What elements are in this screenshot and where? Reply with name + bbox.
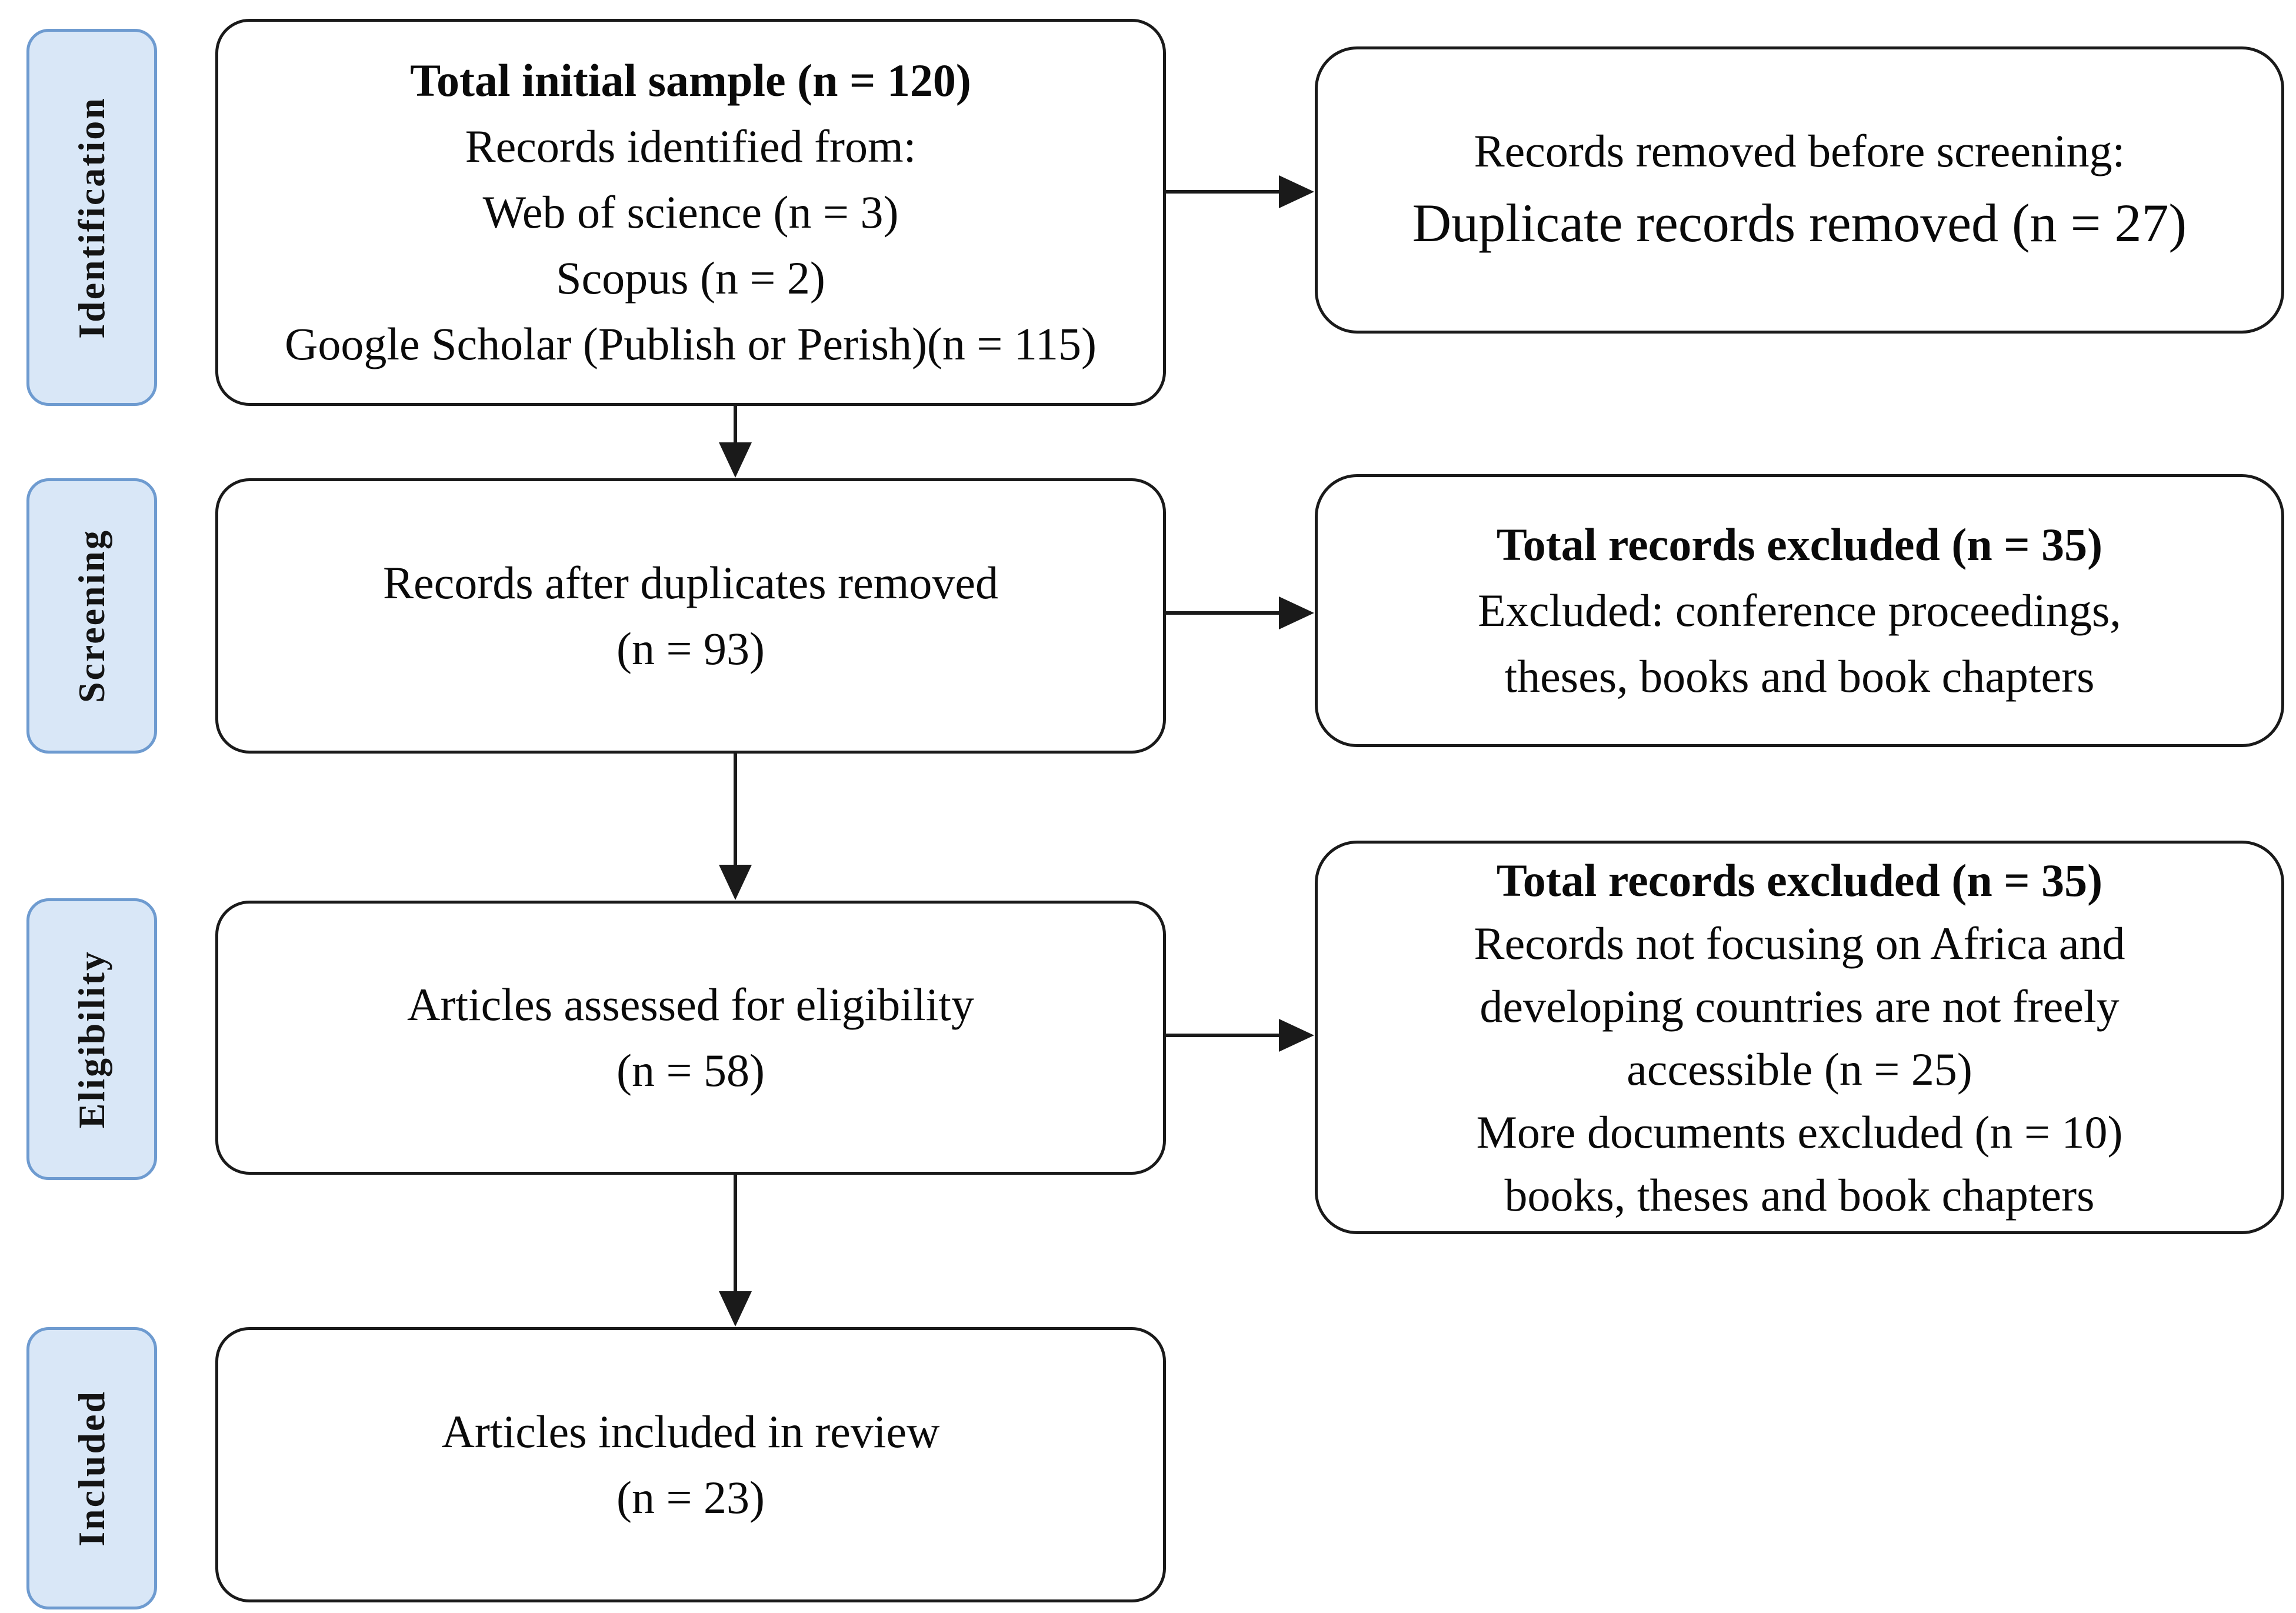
text-line: books, theses and book chapters (1504, 1169, 2095, 1221)
box-total-initial-sample: Total initial sample (n = 120) Records i… (215, 19, 1166, 406)
box-records-excluded-screening: Total records excluded (n = 35) Excluded… (1315, 474, 2284, 747)
box-records-excluded-eligibility: Total records excluded (n = 35) Records … (1315, 841, 2284, 1234)
text-line: Google Scholar (Publish or Perish)(n = 1… (285, 318, 1097, 369)
arrow-down-eligibility-to-included (719, 1175, 752, 1327)
stage-label-included: Included (26, 1327, 157, 1609)
stage-label-screening: Screening (26, 478, 157, 754)
arrow-down-screening-to-eligibility (719, 754, 752, 900)
text-line: accessible (n = 25) (1627, 1043, 1972, 1095)
arrow-right-to-records-removed (1166, 175, 1314, 208)
arrow-right-to-excluded-screening (1166, 596, 1314, 629)
arrow-down-identification-to-screening (719, 406, 752, 478)
text-line: Articles included in review (441, 1406, 940, 1457)
text-line: Excluded: conference proceedings, (1478, 585, 2121, 636)
box-records-removed-before-screening: Records removed before screening: Duplic… (1315, 46, 2284, 334)
text-line: (n = 93) (617, 623, 765, 674)
box-articles-assessed: Articles assessed for eligibility (n = 5… (215, 901, 1166, 1175)
stage-label-screening-text: Screening (71, 528, 112, 704)
text-line: Records not focusing on Africa and (1474, 917, 2125, 969)
text-line: Records identified from: (465, 121, 917, 172)
stage-label-eligibility-text: Eligibility (71, 949, 112, 1129)
text-line: (n = 23) (617, 1472, 765, 1523)
arrow-right-to-excluded-eligibility (1166, 1019, 1314, 1052)
text-line: More documents excluded (n = 10) (1476, 1106, 2123, 1158)
text-line: Total records excluded (n = 35) (1496, 854, 2103, 906)
box-records-after-duplicates: Records after duplicates removed (n = 93… (215, 478, 1166, 754)
stage-label-identification-text: Identification (71, 96, 112, 339)
stage-label-identification: Identification (26, 29, 157, 406)
text-line: (n = 58) (617, 1045, 765, 1096)
text-line: Web of science (n = 3) (482, 186, 899, 238)
text-line: developing countries are not freely (1479, 980, 2120, 1032)
text-line: Records after duplicates removed (382, 557, 999, 608)
text-line: Articles assessed for eligibility (407, 979, 974, 1030)
box-articles-included: Articles included in review (n = 23) (215, 1327, 1166, 1602)
text-line: Total records excluded (n = 35) (1496, 519, 2103, 570)
text-line: Records removed before screening: (1474, 125, 2125, 176)
text-line: theses, books and book chapters (1504, 651, 2095, 702)
stage-label-eligibility: Eligibility (26, 898, 157, 1180)
text-line: Scopus (n = 2) (556, 252, 825, 304)
text-line: Duplicate records removed (n = 27) (1412, 193, 2187, 253)
stage-label-included-text: Included (71, 1390, 112, 1547)
text-line: Total initial sample (n = 120) (410, 55, 971, 106)
